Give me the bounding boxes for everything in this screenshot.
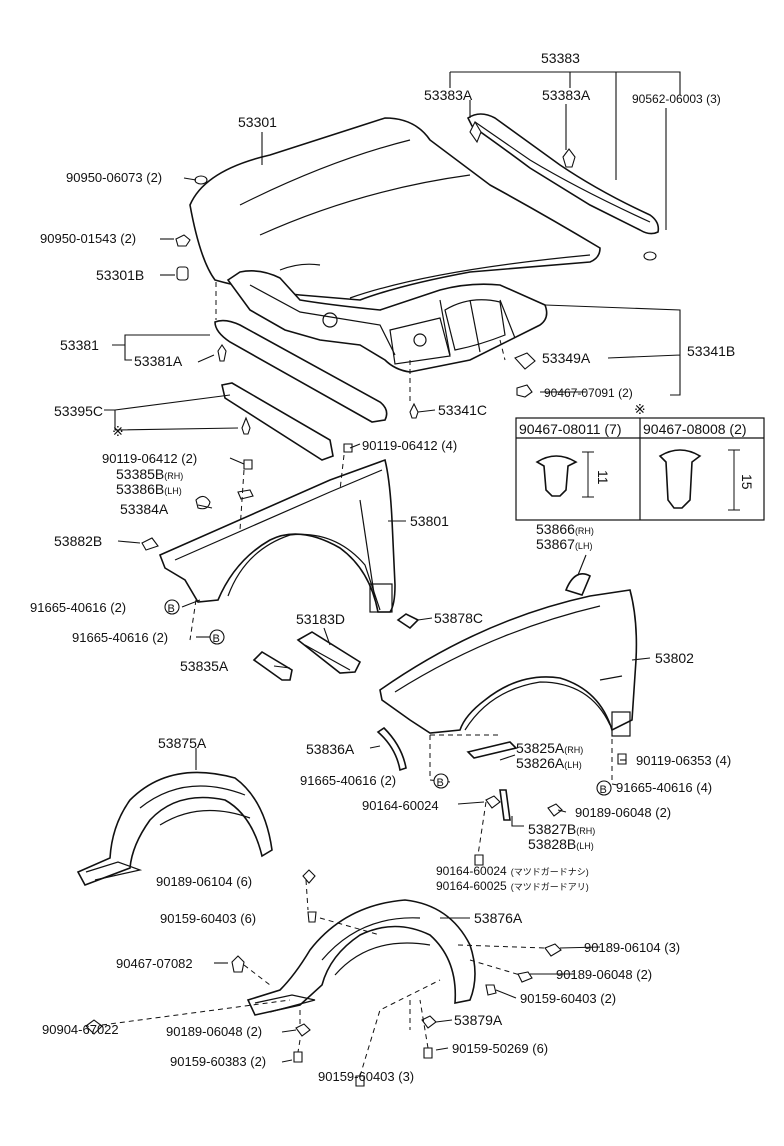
clip-dim2: 15 [739, 474, 755, 490]
clip-col1: 90467-08011 (7) [519, 421, 621, 437]
clip-table: 90467-08011 (7) 90467-08008 (2) 11 15 [515, 417, 765, 521]
label-90189-06104-3: 90189-06104 (3) [584, 940, 680, 955]
fender-liner-strip-left [252, 613, 420, 681]
label-90950-06073: 90950-06073 (2) [66, 170, 162, 185]
fender-right [379, 589, 638, 737]
label-53383a-right: 53383A [542, 87, 591, 103]
label-53381: 53381 [60, 337, 99, 353]
b-marker-1: B [168, 603, 175, 615]
hood-rear-seal [214, 319, 388, 423]
label-90950-01543: 90950-01543 (2) [40, 231, 136, 246]
b-marker-4: B [600, 784, 607, 796]
hood-inner-frame [226, 270, 548, 373]
label-90119-06412-2: 90119-06412 (2) [102, 451, 197, 466]
label-91665-a: 91665-40616 (2) [30, 600, 126, 615]
b-markers: B B B B [164, 599, 612, 796]
hood-fasteners [141, 120, 657, 551]
label-90159-60403-3: 90159-60403 (3) [318, 1069, 414, 1084]
label-53301b: 53301B [96, 267, 144, 283]
fender-liner-front [76, 771, 273, 886]
label-90119-06412-4: 90119-06412 (4) [362, 438, 457, 453]
label-53386b: 53386B(LH) [116, 481, 182, 497]
label-90189-06048-b: 90189-06048 (2) [556, 967, 652, 982]
label-53349a: 53349A [542, 350, 591, 366]
label-90164-60024-b: 90164-60024(マツドガードナシ) [436, 864, 589, 878]
label-90159-50269: 90159-50269 (6) [452, 1041, 548, 1056]
label-53828b: 53828B(LH) [528, 836, 594, 852]
fender-liner-rear [246, 899, 476, 1016]
label-91665-c: 91665-40616 (2) [300, 773, 396, 788]
label-90189-06048-c: 90189-06048 (2) [166, 1024, 262, 1039]
label-53395c: 53395C [54, 403, 103, 419]
clip-col2: 90467-08008 (2) [643, 421, 747, 437]
label-90189-06104-6: 90189-06104 (6) [156, 874, 252, 889]
label-53341b: 53341B [687, 343, 735, 359]
hood-weatherstrip [466, 113, 660, 235]
label-53383a-left: 53383A [424, 87, 473, 103]
label-53825a: 53825A(RH) [516, 740, 583, 756]
part-labels: 53383 53383A 53383A 90562-06003 (3) 5330… [30, 50, 735, 1084]
bottom-fasteners [85, 753, 627, 1087]
fender-left [158, 458, 396, 613]
leader-lines [104, 71, 681, 1063]
label-90562: 90562-06003 (3) [632, 92, 721, 106]
b-marker-3: B [437, 777, 444, 789]
asterisk-marker-top: ※ [634, 401, 646, 417]
label-90159-60403-2: 90159-60403 (2) [520, 991, 616, 1006]
asterisk-marker-left: ※ [112, 423, 124, 439]
label-53183d: 53183D [296, 611, 345, 627]
label-53801: 53801 [410, 513, 449, 529]
label-91665-b: 91665-40616 (2) [72, 630, 168, 645]
label-91665-d: 91665-40616 (4) [616, 780, 712, 795]
b-marker-2: B [213, 633, 220, 645]
label-90164-60024-a: 90164-60024 [362, 798, 439, 813]
label-53875a: 53875A [158, 735, 207, 751]
label-53867: 53867(LH) [536, 536, 592, 552]
label-90904: 90904-67022 [42, 1022, 119, 1037]
clip-dim1: 11 [595, 470, 611, 485]
label-53876a: 53876A [474, 910, 523, 926]
label-90159-60403-6: 90159-60403 (6) [160, 911, 256, 926]
label-53384a: 53384A [120, 501, 169, 517]
hood-lock-brace [221, 382, 334, 461]
label-53827b: 53827B(RH) [528, 821, 595, 837]
label-53835a: 53835A [180, 658, 229, 674]
label-53826a: 53826A(LH) [516, 755, 582, 771]
label-90164-60025: 90164-60025(マツドガードアリ) [436, 879, 589, 893]
label-53301: 53301 [238, 114, 277, 130]
label-53341c: 53341C [438, 402, 487, 418]
label-90467-07091: 90467-07091 (2) [544, 386, 633, 400]
label-53866: 53866(RH) [536, 521, 594, 537]
label-53836a: 53836A [306, 741, 355, 757]
label-90119-06353: 90119-06353 (4) [636, 753, 731, 768]
label-53383: 53383 [541, 50, 580, 66]
label-90467-07082: 90467-07082 [116, 956, 193, 971]
label-90189-06048-a: 90189-06048 (2) [575, 805, 671, 820]
label-53879a: 53879A [454, 1012, 503, 1028]
label-53385b: 53385B(RH) [116, 466, 183, 482]
label-90159-60383: 90159-60383 (2) [170, 1054, 266, 1069]
label-53802: 53802 [655, 650, 694, 666]
fender-brace-right [376, 573, 592, 821]
label-53882b: 53882B [54, 533, 102, 549]
alignment-dashes [101, 282, 619, 1077]
label-53381a: 53381A [134, 353, 183, 369]
label-53878c: 53878C [434, 610, 483, 626]
